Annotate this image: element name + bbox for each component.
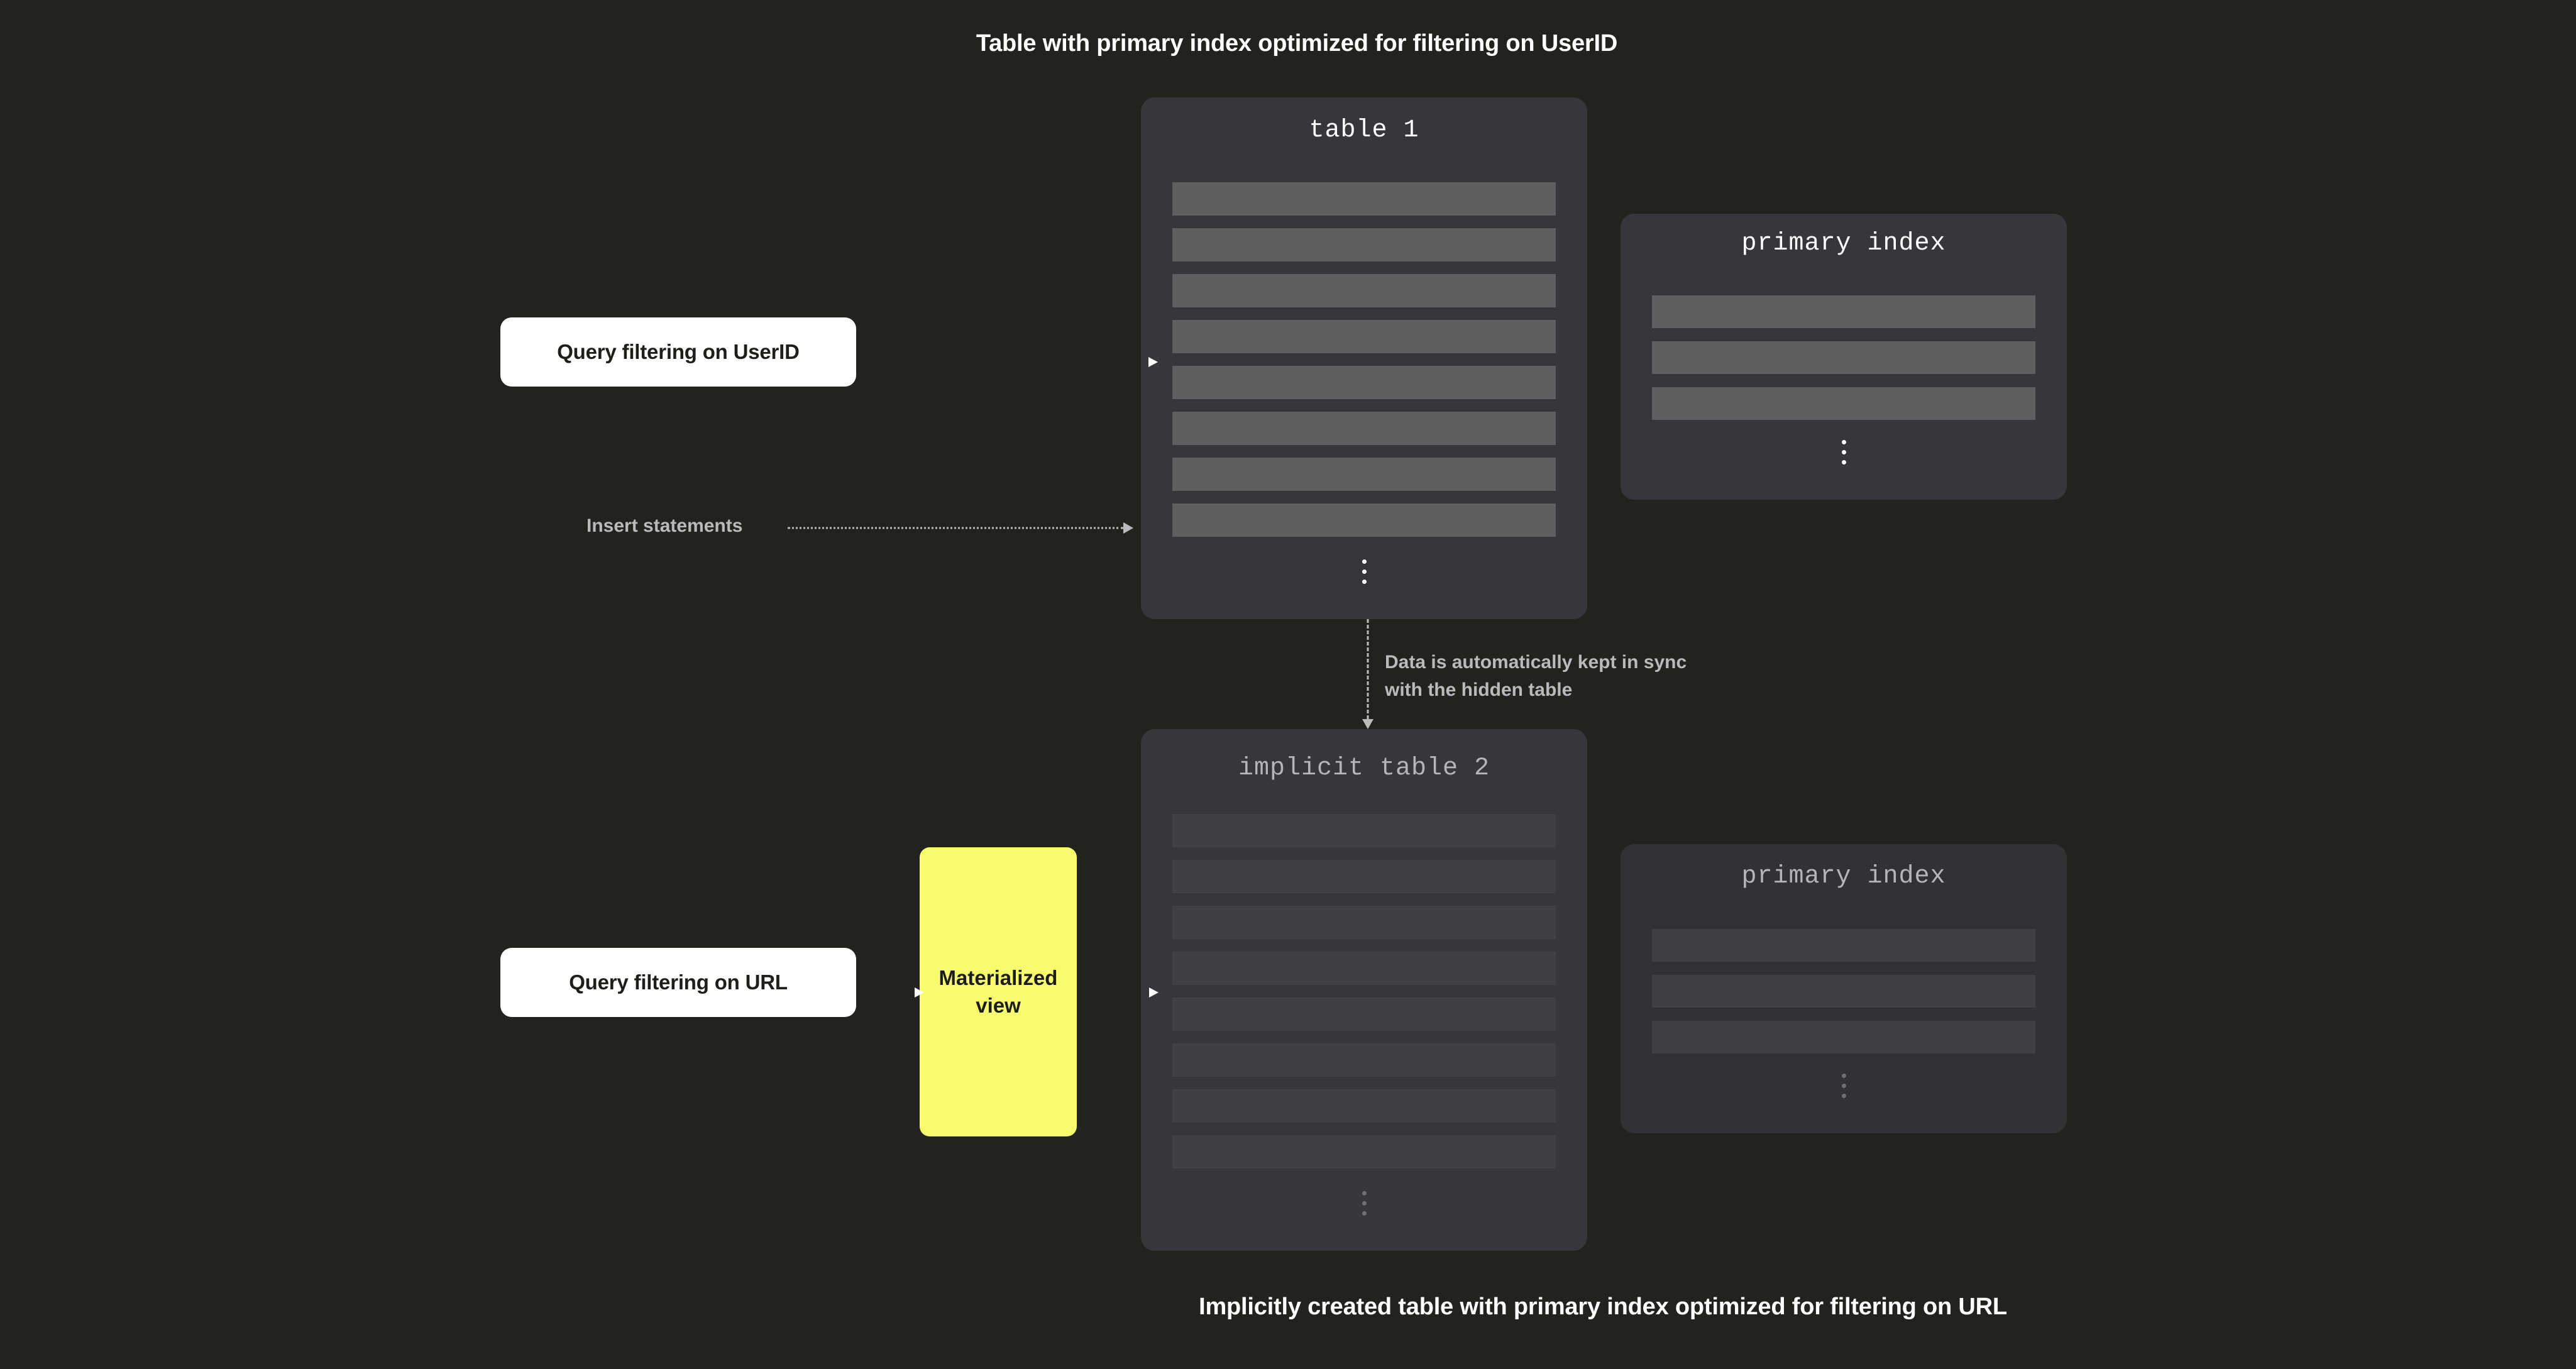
dashed-arrow-line xyxy=(1367,619,1369,719)
vertical-ellipsis-icon xyxy=(1141,559,1587,584)
index-row xyxy=(1652,295,2035,328)
table-row xyxy=(1172,1043,1556,1077)
table-row xyxy=(1172,503,1556,537)
index-row xyxy=(1652,975,2035,1008)
table-row xyxy=(1172,1135,1556,1168)
arrow-head-icon xyxy=(915,987,924,998)
query-filtering-on-url-box[interactable]: Query filtering on URL xyxy=(500,948,856,1017)
index-row xyxy=(1652,929,2035,962)
arrow-head-icon xyxy=(1123,522,1133,534)
table-row xyxy=(1172,458,1556,491)
index-row xyxy=(1652,1021,2035,1053)
index-row xyxy=(1652,387,2035,420)
index-row xyxy=(1652,341,2035,374)
vertical-ellipsis-icon xyxy=(1141,1191,1587,1216)
table-row xyxy=(1172,1089,1556,1123)
dotted-arrow-insert-statements xyxy=(788,522,1133,534)
table-row xyxy=(1172,320,1556,353)
arrow-head-icon xyxy=(1362,719,1373,729)
insert-statements-label: Insert statements xyxy=(586,515,743,536)
table-row xyxy=(1172,182,1556,216)
query-filtering-on-userid-box[interactable]: Query filtering on UserID xyxy=(500,317,856,387)
table-row xyxy=(1172,814,1556,847)
table-row xyxy=(1172,274,1556,307)
arrow-head-icon xyxy=(1148,357,1158,367)
bottom-caption: Implicitly created table with primary in… xyxy=(1199,1294,2007,1320)
implicit-table-2-rows xyxy=(1141,814,1587,1168)
dashed-arrow-sync xyxy=(1362,619,1374,729)
table-row xyxy=(1172,412,1556,445)
primary-index-bottom-title: primary index xyxy=(1741,862,1946,891)
vertical-ellipsis-icon xyxy=(1621,440,2067,465)
table-row xyxy=(1172,998,1556,1031)
table-1-rows xyxy=(1141,182,1587,537)
arrow-materialized-view-to-table2 xyxy=(1077,987,1159,998)
table-row xyxy=(1172,906,1556,939)
dotted-arrow-line xyxy=(788,527,1123,529)
table-1-title: table 1 xyxy=(1309,116,1419,145)
vertical-ellipsis-icon xyxy=(1621,1074,2067,1098)
table-row xyxy=(1172,366,1556,399)
table-row xyxy=(1172,860,1556,893)
primary-index-bottom-rows xyxy=(1621,929,2067,1053)
sync-annotation-label: Data is automatically kept in sync with … xyxy=(1385,652,1687,700)
implicit-table-2-title: implicit table 2 xyxy=(1238,754,1490,783)
table-row xyxy=(1172,228,1556,261)
primary-index-top-title: primary index xyxy=(1741,229,1946,258)
arrow-head-icon xyxy=(1149,987,1159,998)
primary-index-top-rows xyxy=(1621,295,2067,420)
top-caption: Table with primary index optimized for f… xyxy=(976,30,1618,57)
arrow-query-url-to-materialized-view xyxy=(856,987,924,998)
arrow-query-userid-to-table1 xyxy=(856,357,1158,367)
table-row xyxy=(1172,952,1556,985)
materialized-view-box[interactable]: Materialized view xyxy=(920,847,1077,1136)
